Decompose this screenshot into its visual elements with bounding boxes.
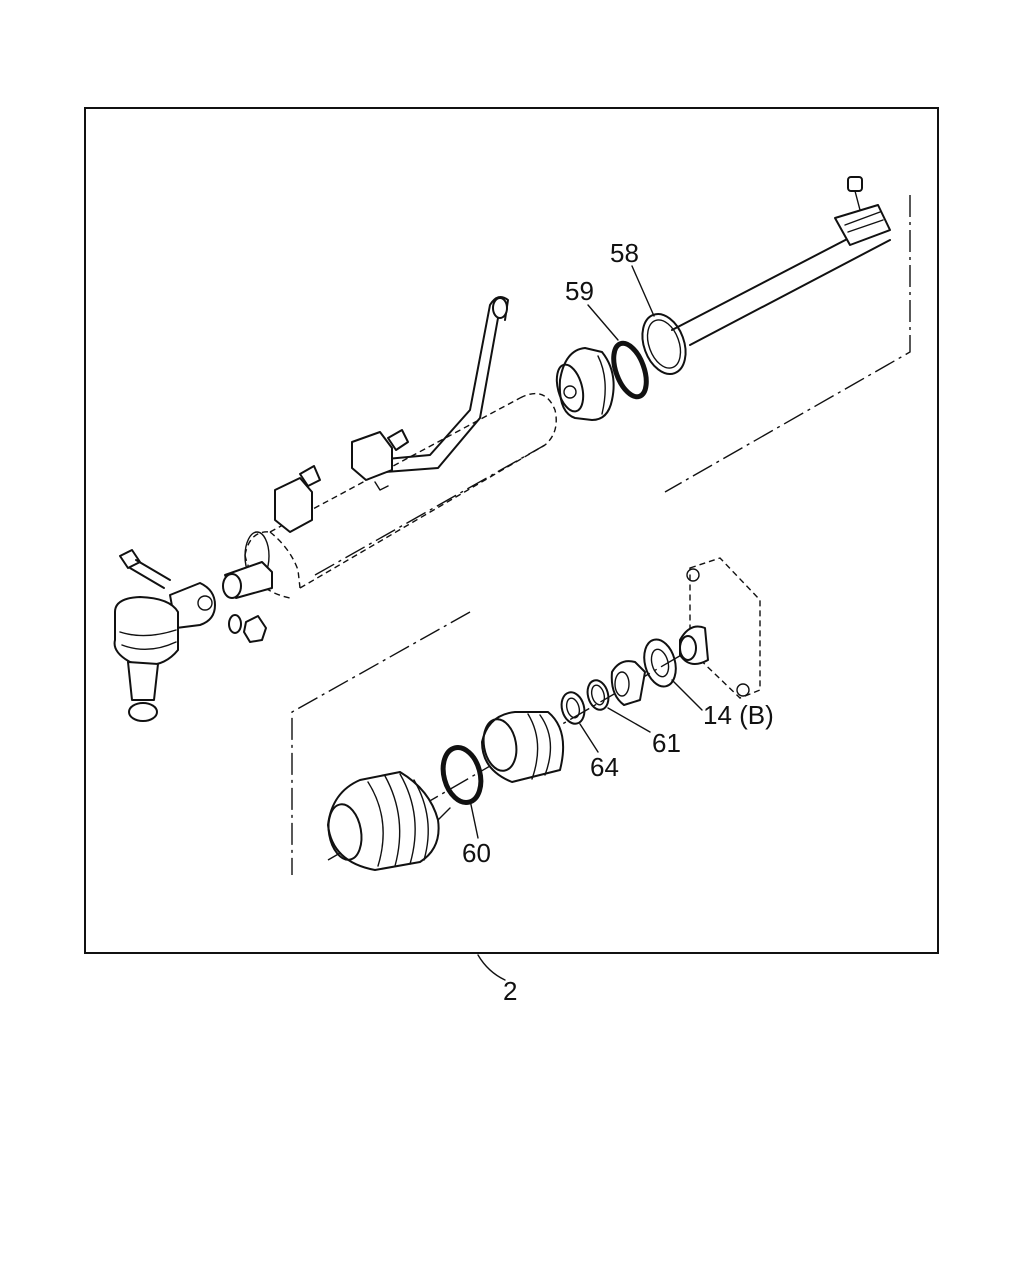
clamp-bolt bbox=[119, 549, 171, 589]
oil-seal-14b bbox=[643, 638, 677, 688]
housing-flange bbox=[679, 557, 761, 699]
leader-60 bbox=[469, 799, 479, 839]
lock-nut bbox=[243, 615, 267, 643]
bushing bbox=[610, 660, 646, 706]
hydraulic-pipe bbox=[374, 295, 509, 473]
upper-group-guide bbox=[314, 444, 546, 576]
cylinder-body bbox=[269, 392, 557, 589]
assembly-number: 2 bbox=[503, 976, 517, 1006]
callout-61: 61 bbox=[652, 728, 681, 758]
assembly-frame bbox=[84, 107, 939, 954]
backup-ring-61 bbox=[586, 679, 610, 711]
leader-64 bbox=[579, 723, 599, 753]
assembly-leader bbox=[477, 954, 506, 981]
upper-group-boundary bbox=[664, 195, 911, 493]
piston bbox=[555, 347, 615, 421]
rack-shaft bbox=[671, 176, 891, 346]
gland bbox=[481, 711, 565, 783]
leader-59 bbox=[587, 304, 619, 341]
leader-14b bbox=[671, 679, 703, 711]
washer bbox=[228, 614, 242, 634]
pipe-fitting-lower bbox=[274, 465, 321, 533]
dust-boot bbox=[327, 771, 451, 871]
callout-60: 60 bbox=[462, 838, 491, 868]
tie-rod-end bbox=[113, 582, 216, 722]
callout-14b: 14 (B) bbox=[703, 700, 774, 730]
leader-61 bbox=[607, 707, 651, 733]
callout-64: 64 bbox=[590, 752, 619, 782]
callout-59: 59 bbox=[565, 276, 594, 306]
pipe-fitting-upper bbox=[351, 429, 409, 491]
o-ring-60 bbox=[440, 745, 484, 805]
callout-58: 58 bbox=[610, 238, 639, 268]
snap-ring-64 bbox=[560, 691, 586, 725]
cylinder-end-cap bbox=[222, 531, 291, 599]
leader-58 bbox=[631, 265, 655, 317]
o-ring-59 bbox=[611, 340, 649, 400]
lower-group-boundary bbox=[291, 611, 471, 875]
